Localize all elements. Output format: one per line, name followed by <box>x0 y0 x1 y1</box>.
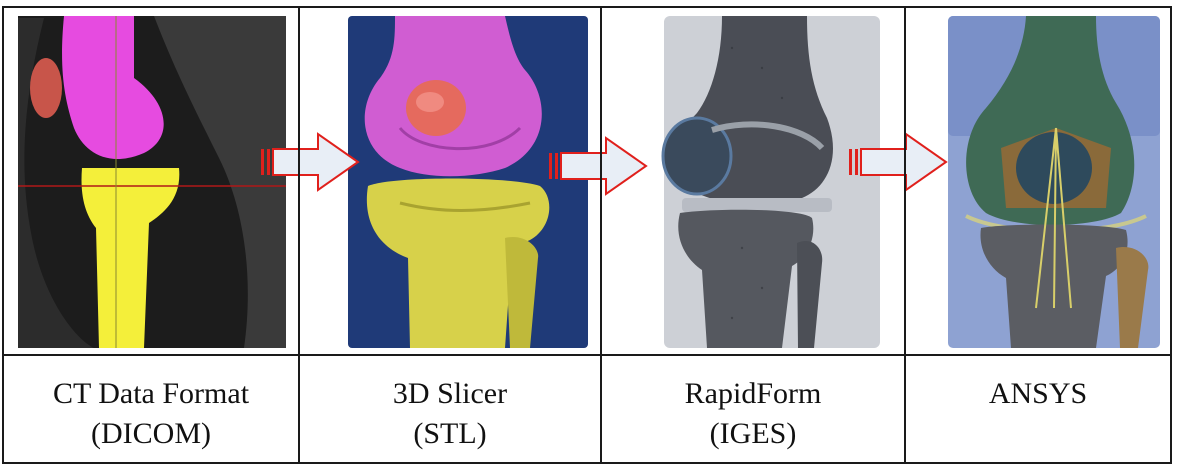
stage-tool: RapidForm <box>685 374 822 414</box>
stage-format: (DICOM) <box>91 414 211 454</box>
stage-caption-ansys: ANSYS <box>906 356 1170 464</box>
stage-tool: 3D Slicer <box>393 374 507 414</box>
stage-tool: CT Data Format <box>53 374 249 414</box>
stage-caption-rapidform: RapidForm (IGES) <box>602 356 904 464</box>
stage-tool: ANSYS <box>989 374 1087 414</box>
arrow-ct-to-slicer <box>258 130 362 194</box>
arrow-slicer-to-rapidform <box>546 134 650 198</box>
stage-caption-slicer: 3D Slicer (STL) <box>300 356 600 464</box>
pipeline-figure: CT Data Format (DICOM) 3D Slicer (STL) R… <box>2 6 1172 464</box>
stage-caption-ct: CT Data Format (DICOM) <box>4 356 298 464</box>
arrow-rapidform-to-ansys <box>846 130 950 194</box>
stage-format: (STL) <box>413 414 486 454</box>
ct-dicom-image <box>4 8 298 354</box>
stage-format: (IGES) <box>710 414 797 454</box>
